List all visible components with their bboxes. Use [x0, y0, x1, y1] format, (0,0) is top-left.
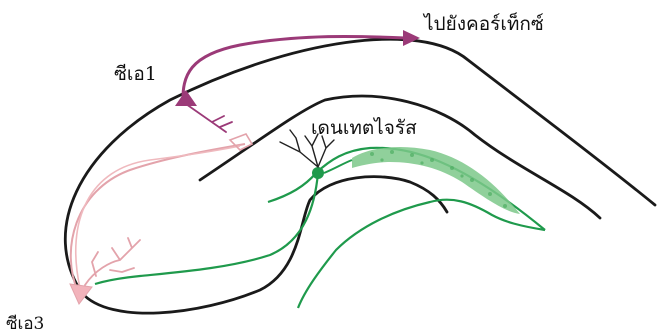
ca1-pyramidal-cell [175, 90, 197, 106]
dentate-lower-blade [298, 200, 545, 308]
ca3-pyramidal-cell [70, 284, 92, 304]
label-to-cortex: ไปยังคอร์เท็กซ์ [422, 11, 544, 35]
granule-cell-band [352, 147, 520, 214]
cortex-arrowhead [403, 30, 420, 46]
label-ca3: ซีเอ3 [6, 314, 44, 334]
dentate-granule-cell [312, 167, 324, 179]
ca1-apical-dendrite [186, 104, 232, 132]
dentate-gyrus [95, 130, 545, 308]
ca1-axon-to-cortex [183, 36, 405, 103]
label-dentate-gyrus: เดนเทตไจรัส [311, 117, 417, 139]
lower-outline [82, 177, 447, 313]
label-ca1: ซีเอ1 [114, 63, 157, 85]
